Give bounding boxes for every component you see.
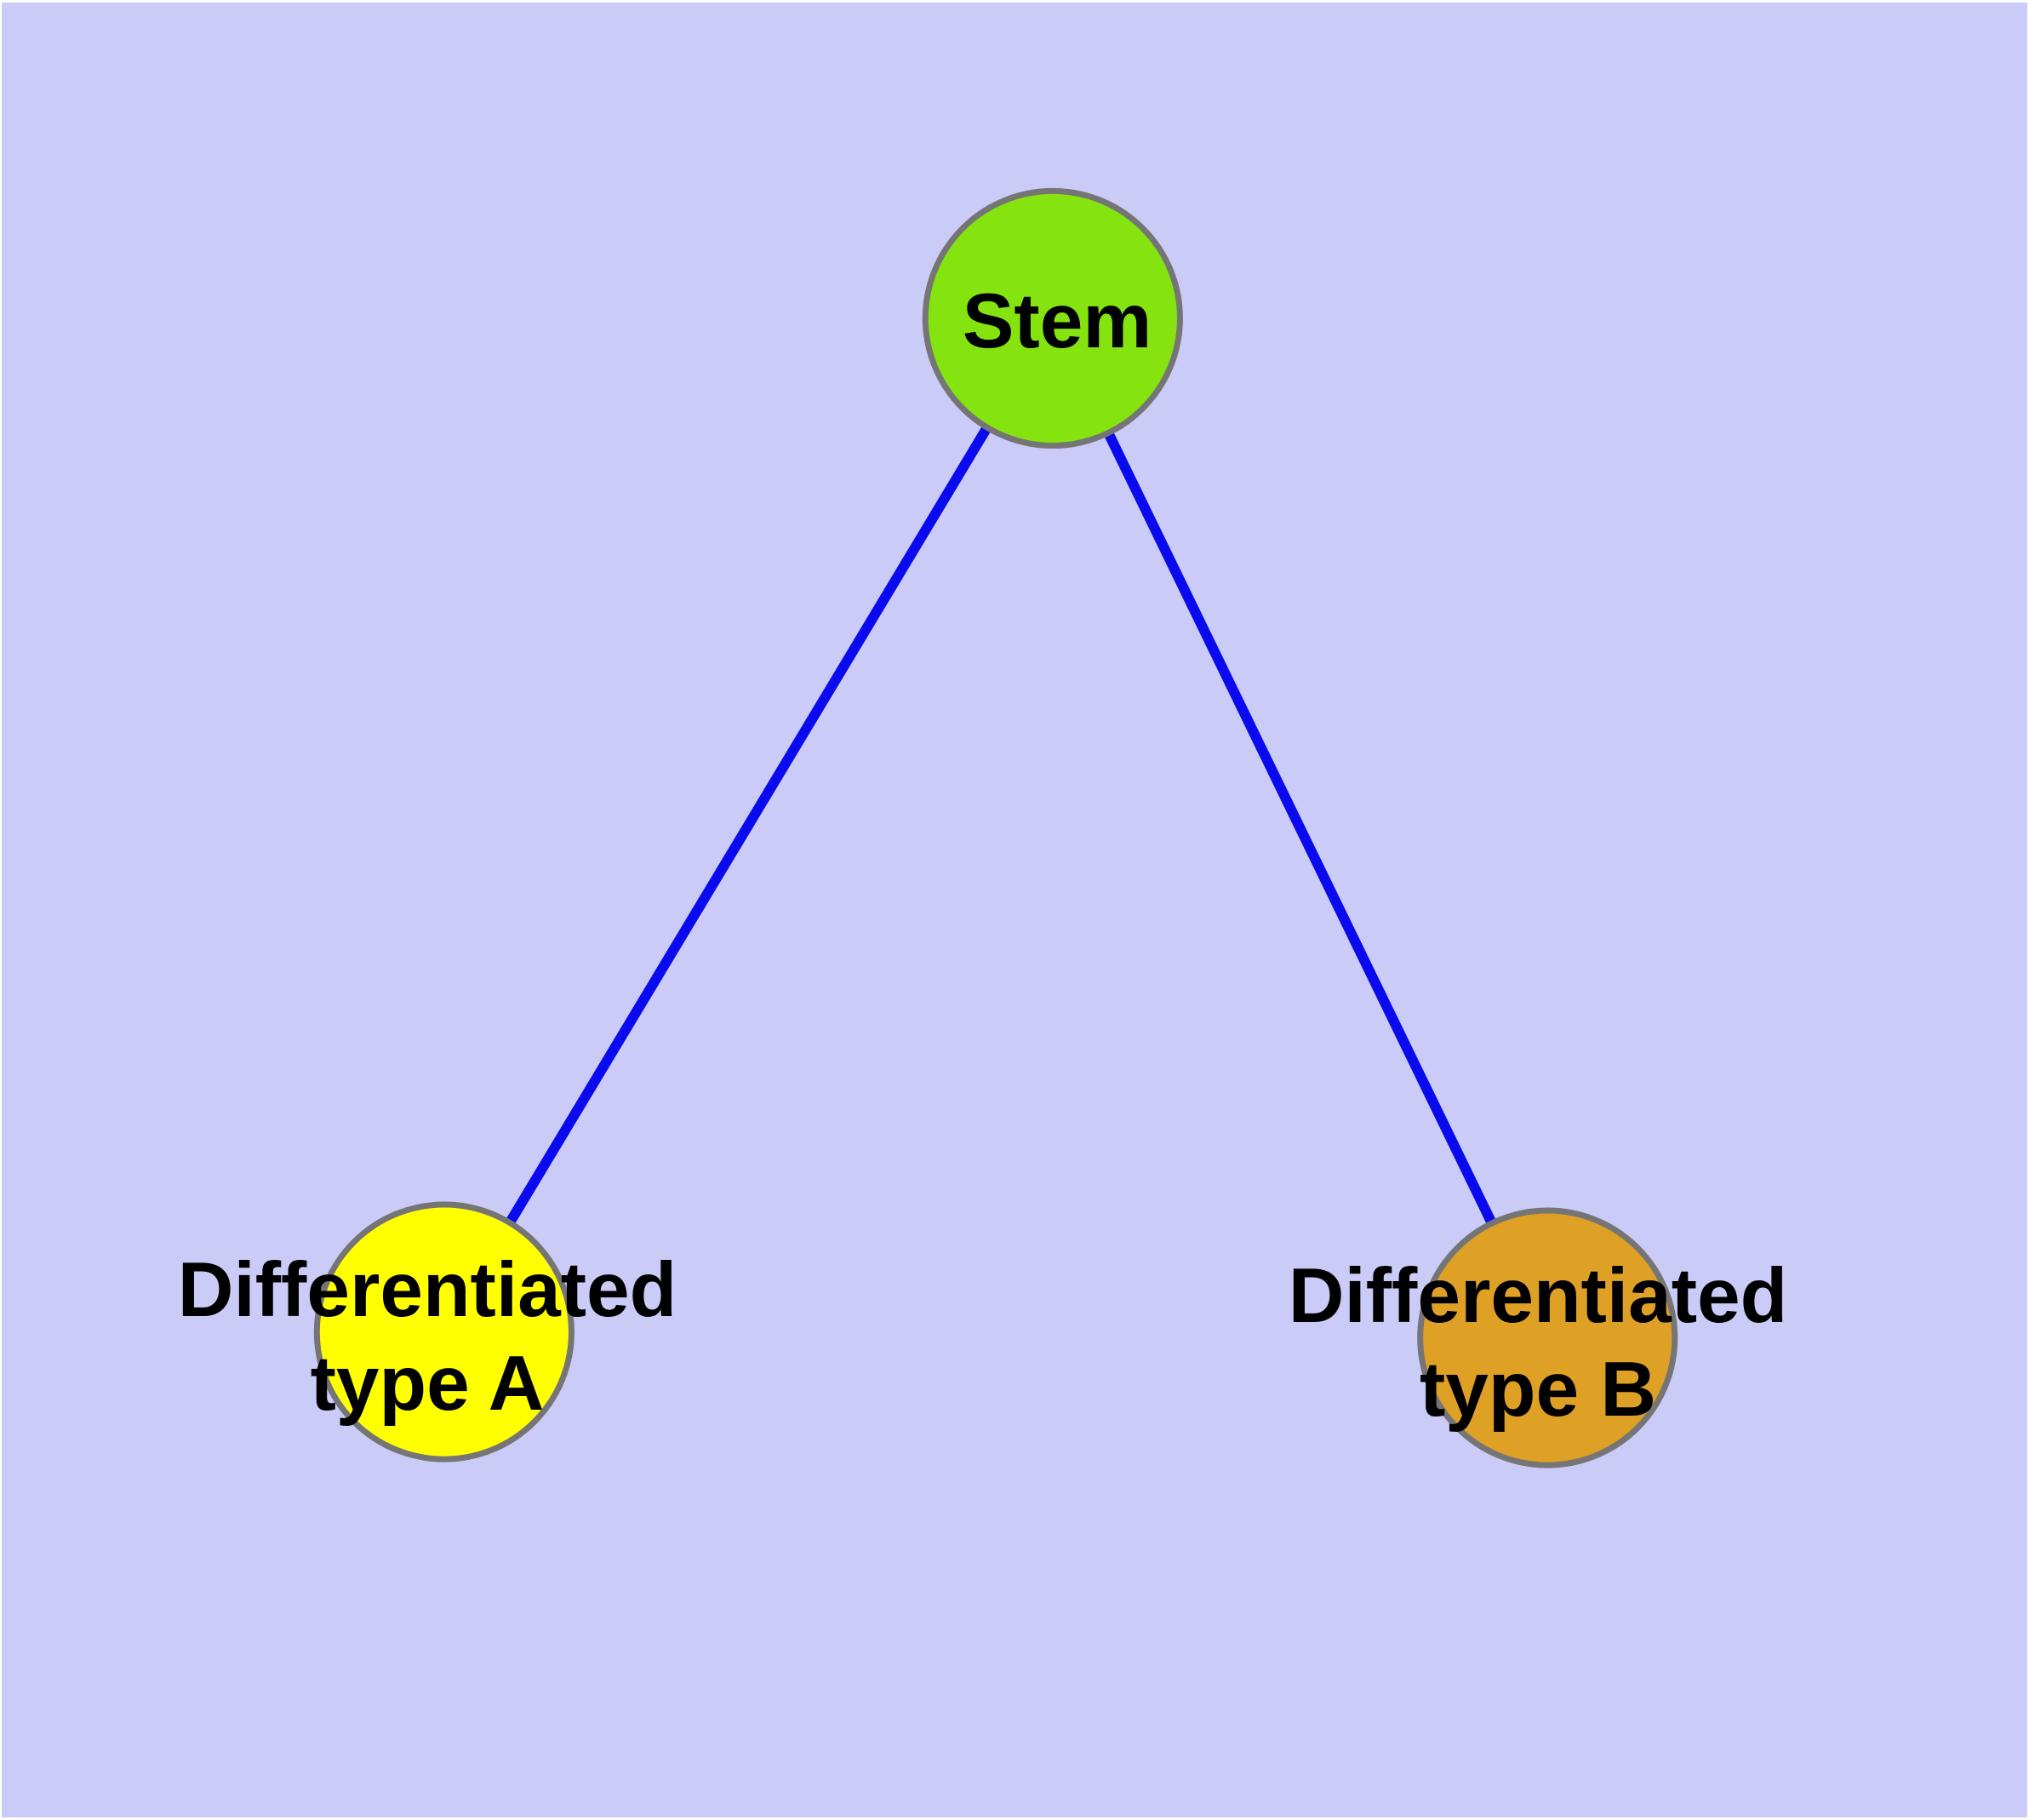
node-differentiated-type-b-circle [1417, 1207, 1678, 1468]
edge-stem-to-type-b [1048, 316, 1552, 1341]
node-differentiated-type-a-circle [313, 1201, 574, 1462]
diagram-canvas: Stem Differentiated type A Differentiate… [2, 3, 2027, 1817]
graph-svg [313, 187, 1678, 1468]
edge-stem-to-type-a [439, 315, 1058, 1335]
node-stem-circle [922, 187, 1183, 449]
